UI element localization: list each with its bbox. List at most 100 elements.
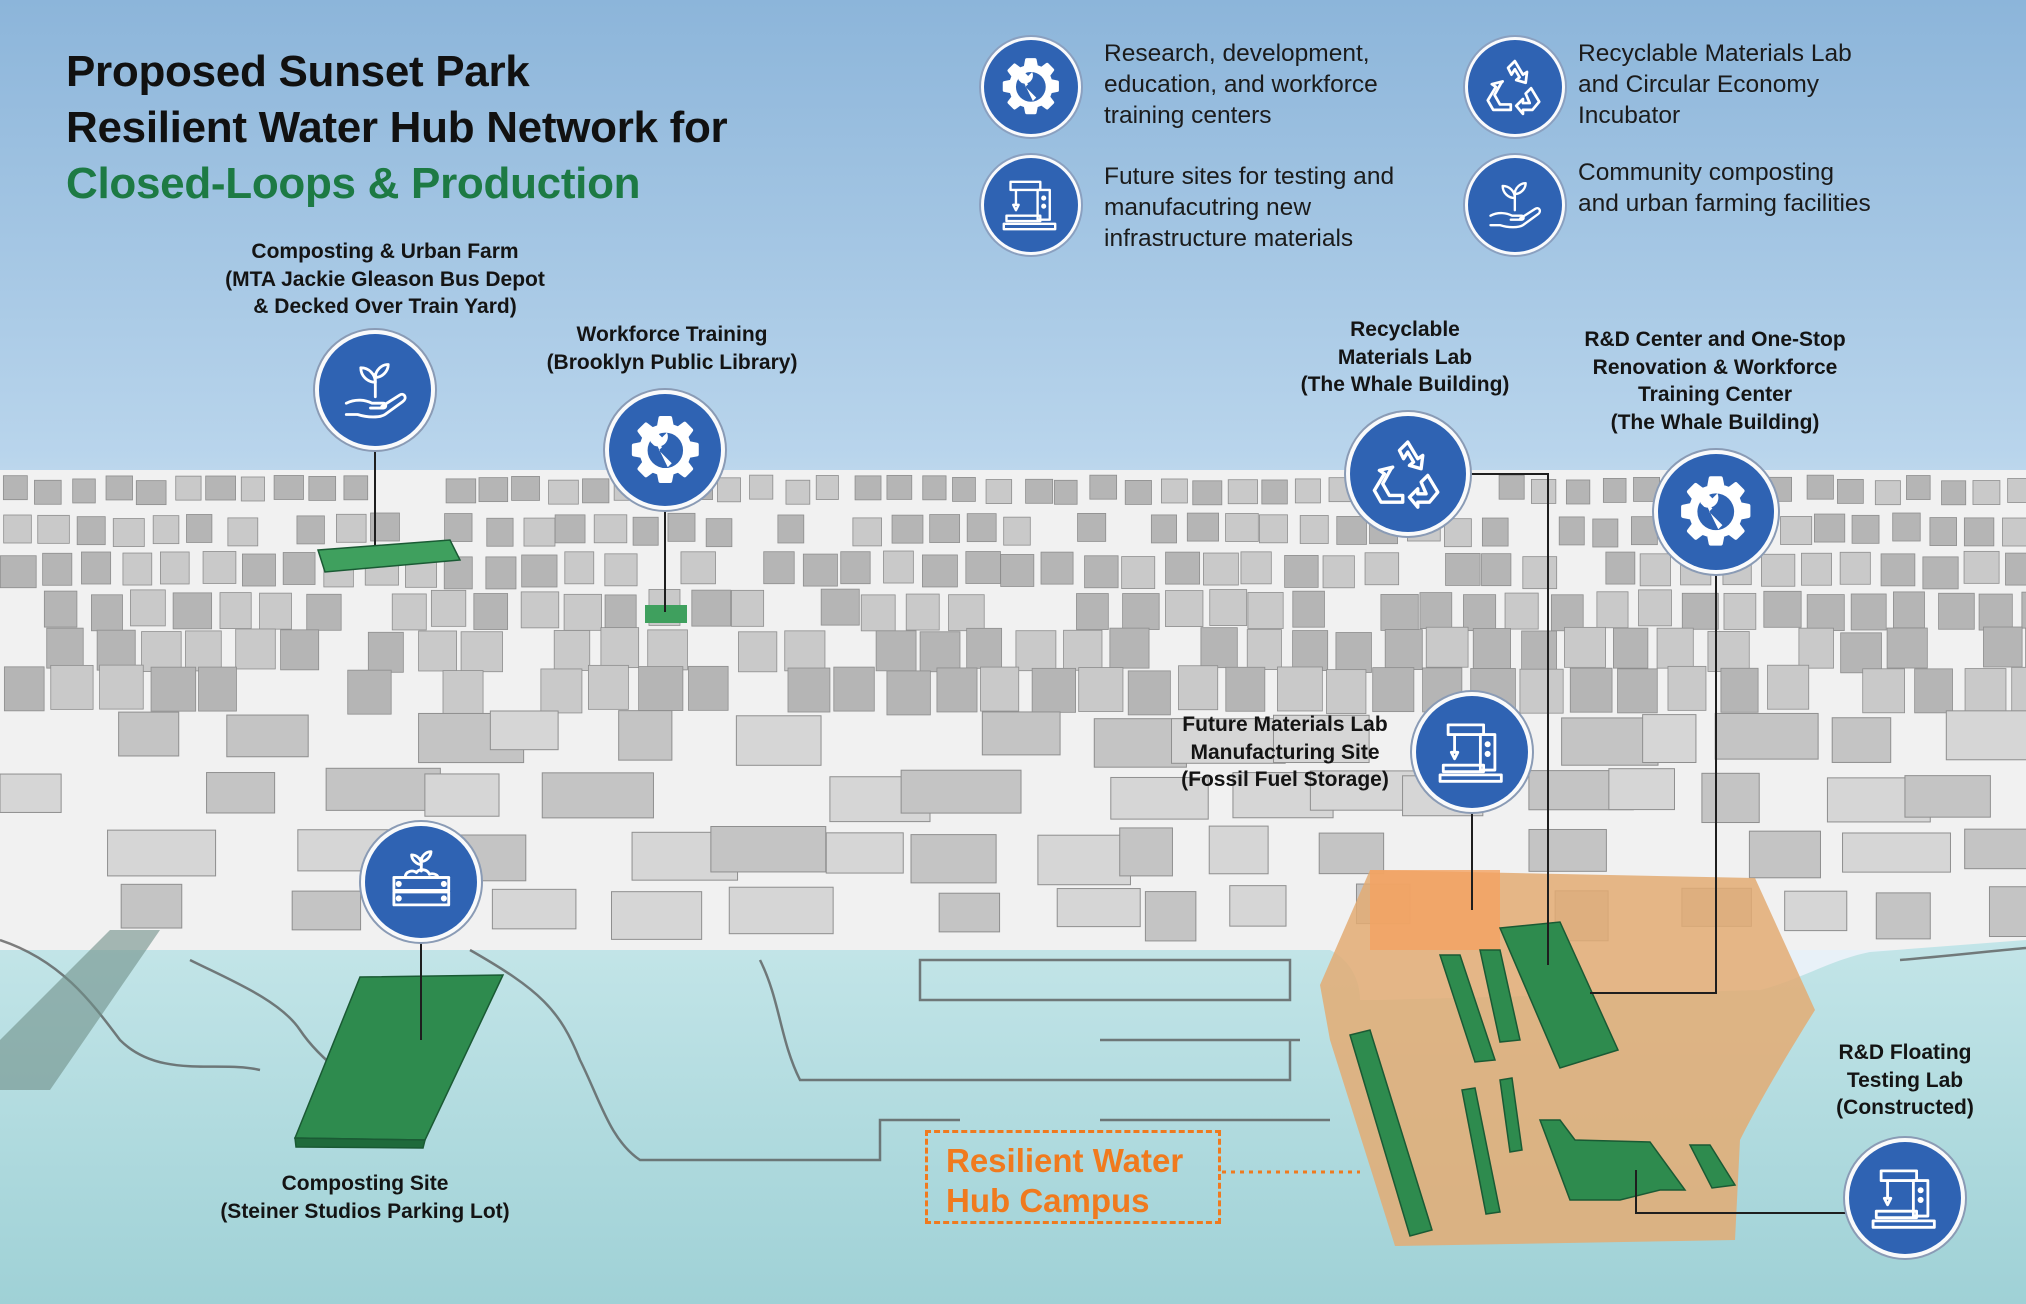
city-block [172,592,213,630]
marker-rd-center[interactable] [1658,454,1774,570]
city-block [489,710,559,751]
city-block [886,670,931,716]
city-block [1031,667,1076,713]
city-block [820,588,860,626]
city-block [0,773,62,813]
label-line: Composting Site [281,1172,449,1195]
marker-workforce-training[interactable] [609,394,721,506]
city-block [1813,513,1846,543]
city-block [523,517,556,547]
city-block [3,666,45,712]
leader-rd-floating-testing-lab [1635,1170,1849,1214]
city-block [952,477,976,502]
pier-left [0,930,160,1090]
city-block [1617,668,1658,714]
city-block [296,515,325,545]
label-line: (The Whale Building) [1610,410,1820,434]
city-block [1780,516,1813,545]
city-block [1294,478,1321,504]
city-block [1723,592,1757,630]
label-line: Renovation & Workforce [1592,355,1838,379]
city-block [1063,629,1103,671]
city-block [948,594,985,632]
city-block [1240,551,1272,585]
city-block [1258,514,1288,544]
city-block [667,512,696,542]
legend-item-recyclable: Recyclable Materials Lab and Circular Ec… [1578,38,1852,131]
city-block [325,767,441,811]
city-block [980,666,1020,712]
city-block [3,514,32,544]
city-block [1945,710,2026,761]
city-block [120,883,183,929]
city-block [1707,631,1750,672]
city-block [593,514,628,544]
label-recyclable-materials-lab: Recyclable Materials Lab (The Whale Buil… [1265,316,1545,399]
city-block [1929,517,1957,546]
city-block [564,551,595,585]
marker-future-materials-lab[interactable] [1416,696,1528,808]
marker-composting-urban-farm[interactable] [319,334,431,446]
city-block [1209,589,1248,626]
city-block [122,552,153,586]
city-block [860,594,896,632]
label-composting-urban-farm: Composting & Urban Farm (MTA Jackie Glea… [185,238,585,321]
label-line: Materials Lab [1337,345,1473,369]
city-block [280,629,320,671]
city-block [611,891,703,940]
city-block [852,517,882,547]
legend-text-line: training centers [1104,102,1272,129]
city-block [763,551,795,585]
city-block [1720,667,1759,713]
city-block [1171,718,1286,764]
city-block [1056,888,1141,928]
city-block [185,630,222,672]
city-block [1225,666,1266,712]
leader-rd-center [1590,570,1717,994]
city-block [1000,554,1035,587]
city-block [1472,628,1512,669]
city-block [1964,668,2007,713]
city-block [1608,768,1675,811]
city-block [1528,828,1607,872]
city-block [632,516,659,546]
city-block [587,664,629,710]
city-block [540,668,583,714]
city-block [1054,479,1078,505]
legend-text-line: infrastructure materials [1104,225,1354,252]
marker-recyclable-materials-lab[interactable] [1350,416,1466,532]
city-block [485,556,517,590]
marker-rd-floating-testing-lab[interactable] [1849,1142,1961,1254]
city-block [306,593,342,631]
city-block [966,627,1003,669]
campus-green-buildings [1349,921,1737,1237]
label-line: (Constructed) [1836,1096,1974,1119]
city-block [81,551,112,585]
label-line: Future Materials Lab [1182,713,1388,736]
city-block [107,829,217,877]
city-block [418,630,458,672]
city-block [2,475,28,501]
city-block [1874,480,1901,506]
city-block [150,666,197,712]
legend-text-line: Community composting [1578,159,1834,186]
legend-text-line: and urban farming facilities [1578,190,1871,217]
city-block [1015,630,1057,672]
city-block [273,475,304,500]
city-block [235,628,276,670]
city-block [1481,517,1509,547]
city-block [219,592,252,630]
city-block [1121,556,1156,589]
city-block [966,513,997,543]
city-block [511,476,540,501]
city-block [705,518,733,548]
city-block [900,769,1022,814]
city-block [1025,478,1054,504]
marker-composting-site[interactable] [365,826,477,938]
city-block [886,474,913,500]
city-block [840,551,871,585]
city-block [1983,626,2023,668]
city-block [1633,477,1660,502]
city-block [825,832,904,874]
city-block [2021,591,2026,629]
